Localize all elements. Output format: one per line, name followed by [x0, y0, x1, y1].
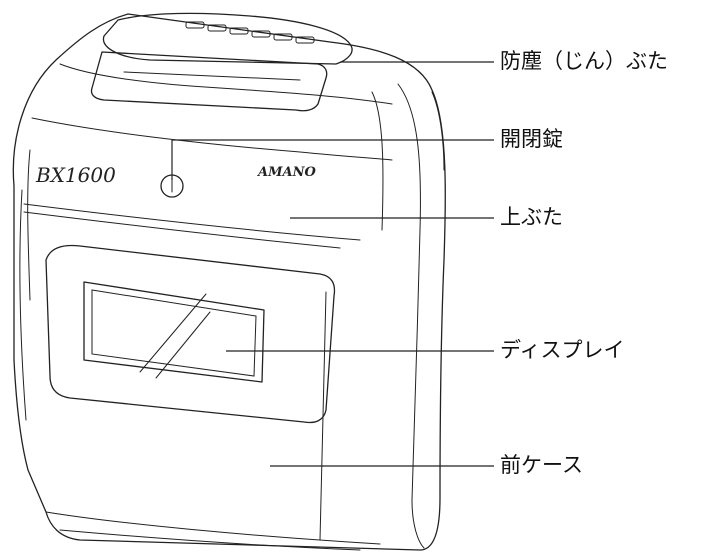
- top-button-6: [295, 36, 315, 44]
- label-lock: 開閉錠: [500, 127, 563, 151]
- label-display: ディスプレイ: [500, 338, 625, 362]
- top-cover-boundary: [23, 203, 361, 241]
- top-cover-boundary-2: [23, 211, 341, 249]
- front-case-bottom-2: [59, 529, 361, 551]
- model-text: BX1600: [35, 163, 116, 187]
- top-button-4: [251, 30, 271, 38]
- top-button-3: [229, 27, 249, 35]
- brand-text: AMANO: [256, 165, 316, 180]
- top-buttons: [185, 21, 315, 44]
- label-front-case: 前ケース: [500, 453, 583, 477]
- label-top-cover: 上ぶた: [500, 205, 563, 229]
- card-slot: [90, 51, 328, 112]
- top-lid-outline: [102, 12, 353, 65]
- display-screen-inner: [91, 289, 257, 377]
- lid-front-edge: [59, 63, 393, 105]
- display-glare-2: [155, 311, 211, 379]
- top-button-5: [273, 33, 293, 41]
- front-case-bottom: [45, 511, 381, 545]
- lid-front-edge-2: [31, 117, 393, 161]
- device-side-edge-2: [371, 91, 384, 231]
- label-dust-cover: 防塵（じん）ぶた: [500, 49, 668, 73]
- device-side-edge: [397, 83, 425, 549]
- display-screen: [83, 281, 265, 383]
- top-button-2: [207, 24, 227, 32]
- left-side-curve-2: [19, 189, 27, 421]
- left-side-curve: [27, 149, 31, 301]
- display-glare-1: [139, 293, 207, 373]
- front-case-side-seam: [319, 291, 327, 541]
- device-side-edge-3: [431, 91, 445, 171]
- device-outer-body: [12, 13, 446, 551]
- card-slot-inner: [123, 71, 301, 81]
- top-button-1: [185, 21, 205, 29]
- display-bezel: [45, 244, 336, 424]
